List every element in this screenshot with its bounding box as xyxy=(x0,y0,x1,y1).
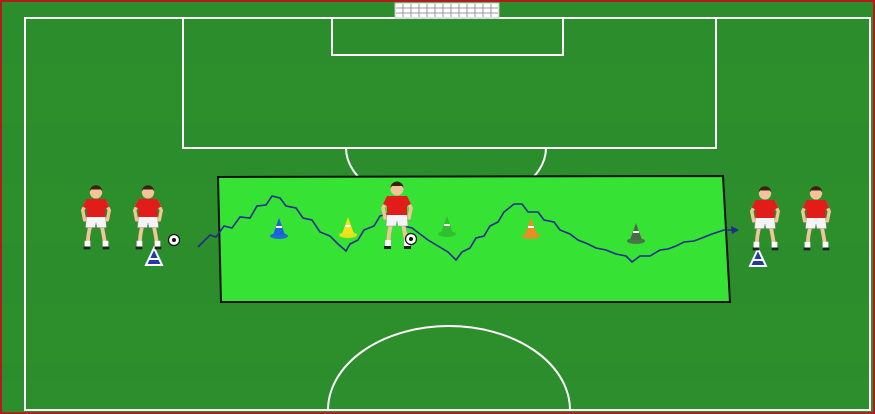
ball-icon xyxy=(169,235,180,246)
goal-icon xyxy=(395,3,499,18)
drill-area xyxy=(218,176,730,302)
ball-icon xyxy=(406,234,417,245)
